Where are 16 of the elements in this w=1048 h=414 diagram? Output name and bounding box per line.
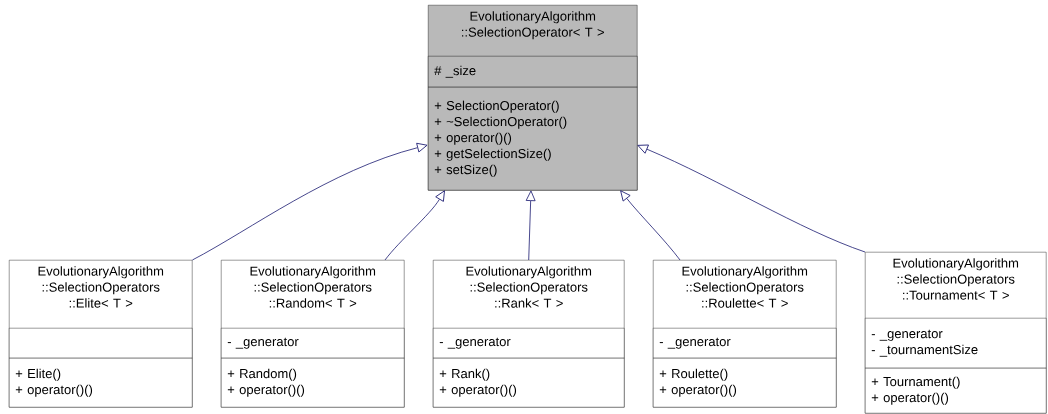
inheritance-arrow (192, 142, 428, 261)
member-list: - _generator (221, 328, 405, 359)
inheritance-arrow (637, 144, 866, 253)
member-list: + Roulette() + operator()() (653, 358, 837, 408)
member-list: - _generator (653, 328, 837, 359)
member-list: # _size (428, 56, 638, 88)
empty-compartment (9, 328, 193, 359)
inheritance-arrow (384, 190, 445, 261)
member-list: + Rank() + operator()() (433, 358, 625, 408)
member-list: + Tournament() + operator()() (865, 368, 1047, 414)
member-list: - _generator (433, 328, 625, 359)
member-list: - _generator - _tournamentSize (865, 318, 1047, 369)
inheritance-arrow (525, 190, 536, 261)
member-list: + Elite() + operator()() (9, 358, 193, 408)
member-list: + Random() + operator()() (221, 358, 405, 408)
inheritance-arrow (620, 190, 681, 261)
